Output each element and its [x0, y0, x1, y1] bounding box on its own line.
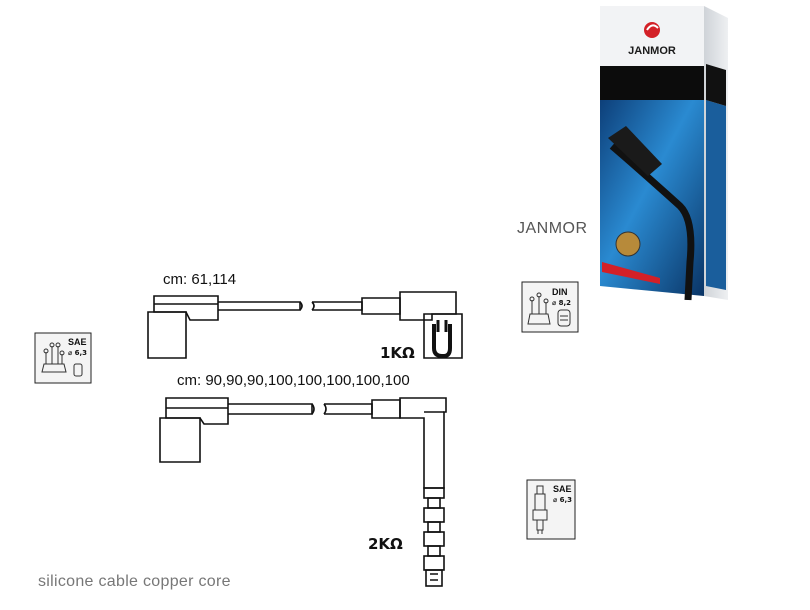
cable-1-right-boot	[399, 291, 457, 321]
distributor-cap-icon	[41, 342, 83, 377]
din-diameter: ⌀ 8,2	[552, 299, 571, 307]
sae-plug-badge	[526, 479, 576, 540]
cable-1-wire-gap	[299, 301, 303, 311]
sae-label-2: SAE	[553, 484, 572, 494]
cable-2-left-boot	[159, 417, 201, 463]
box-dark-band	[600, 66, 704, 100]
cable-2-length-label: cm: 90,90,90,100,100,100,100,100	[177, 372, 410, 389]
cable-1-resistance-label: 1KΩ	[380, 344, 415, 362]
sae-diameter-1: ⌀ 6,3	[68, 349, 87, 357]
brand-name: JANMOR	[517, 220, 588, 237]
cable-2-left-boot-top	[165, 397, 229, 425]
cable-1-left-boot-top	[153, 295, 219, 321]
product-box: JANMOR	[600, 6, 728, 301]
sae-diameter-2: ⌀ 6,3	[553, 496, 572, 504]
janmor-logo-icon	[644, 22, 660, 38]
footer-description: silicone cable copper core	[38, 573, 231, 590]
cable-1-wire-right	[312, 301, 363, 311]
cable-2-sleeve	[371, 399, 401, 419]
distributor-cap-icon	[527, 292, 571, 327]
box-logo-text: JANMOR	[628, 45, 676, 57]
din-badge	[521, 281, 579, 333]
spark-plug-connector	[423, 487, 445, 587]
cable-1	[147, 291, 463, 359]
cable-1-length-label: cm: 61,114	[163, 271, 237, 288]
din-label: DIN	[552, 287, 568, 297]
cable-1-right-sleeve	[361, 297, 401, 315]
spark-plug-icon	[532, 485, 548, 534]
cable-2-resistance-label: 2KΩ	[368, 535, 403, 553]
cable-1-left-boot	[147, 311, 187, 359]
sae-label-1: SAE	[68, 337, 87, 347]
sae-distributor-badge	[34, 332, 92, 384]
cable-2-wire-right	[324, 403, 373, 415]
coil-terminal-icon	[423, 313, 463, 359]
cable-2-wire-left	[228, 403, 313, 415]
cable-1-wire-left	[218, 301, 301, 311]
cable-2	[159, 397, 447, 587]
